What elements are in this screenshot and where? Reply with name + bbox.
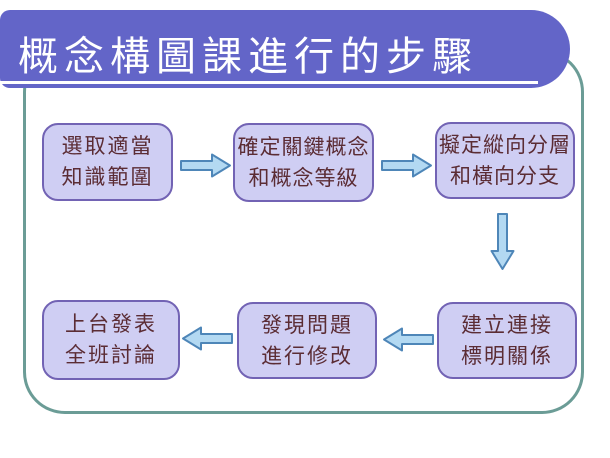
step-text-line: 和橫向分支 <box>450 163 560 188</box>
step-text-line: 標明關係 <box>461 343 553 368</box>
step-text-line: 上台發表 <box>65 312 157 336</box>
step-box-present-discuss: 上台發表 全班討論 <box>42 300 180 380</box>
step-text-line: 建立連接 <box>461 312 553 337</box>
step-text-line: 選取適當 <box>61 134 154 158</box>
step-text-line: 全班討論 <box>65 343 157 367</box>
title-banner: 概念構圖課進行的步驟 <box>0 10 570 88</box>
step-text-line: 和概念等級 <box>248 165 359 190</box>
page-title: 概念構圖課進行的步驟 <box>18 34 478 80</box>
title-underline <box>0 81 538 84</box>
arrow-left-icon <box>181 325 234 352</box>
arrow-right-icon <box>380 152 434 179</box>
step-box-select-scope: 選取適當 知識範圍 <box>42 123 173 201</box>
step-text-line: 知識範圍 <box>61 165 154 189</box>
arrow-down-icon <box>489 212 516 271</box>
step-box-key-concepts: 確定關鍵概念 和概念等級 <box>233 123 374 202</box>
arrow-right-icon <box>179 152 233 179</box>
step-text-line: 進行修改 <box>261 343 353 368</box>
step-box-draft-hierarchy: 擬定縱向分層 和橫向分支 <box>435 122 575 199</box>
step-box-find-problems: 發現問題 進行修改 <box>237 302 377 379</box>
step-text-line: 發現問題 <box>261 312 353 337</box>
step-text-line: 確定關鍵概念 <box>237 134 370 159</box>
arrow-left-icon <box>382 326 435 353</box>
step-text-line: 擬定縱向分層 <box>439 132 571 157</box>
step-box-build-links: 建立連接 標明關係 <box>437 302 577 379</box>
